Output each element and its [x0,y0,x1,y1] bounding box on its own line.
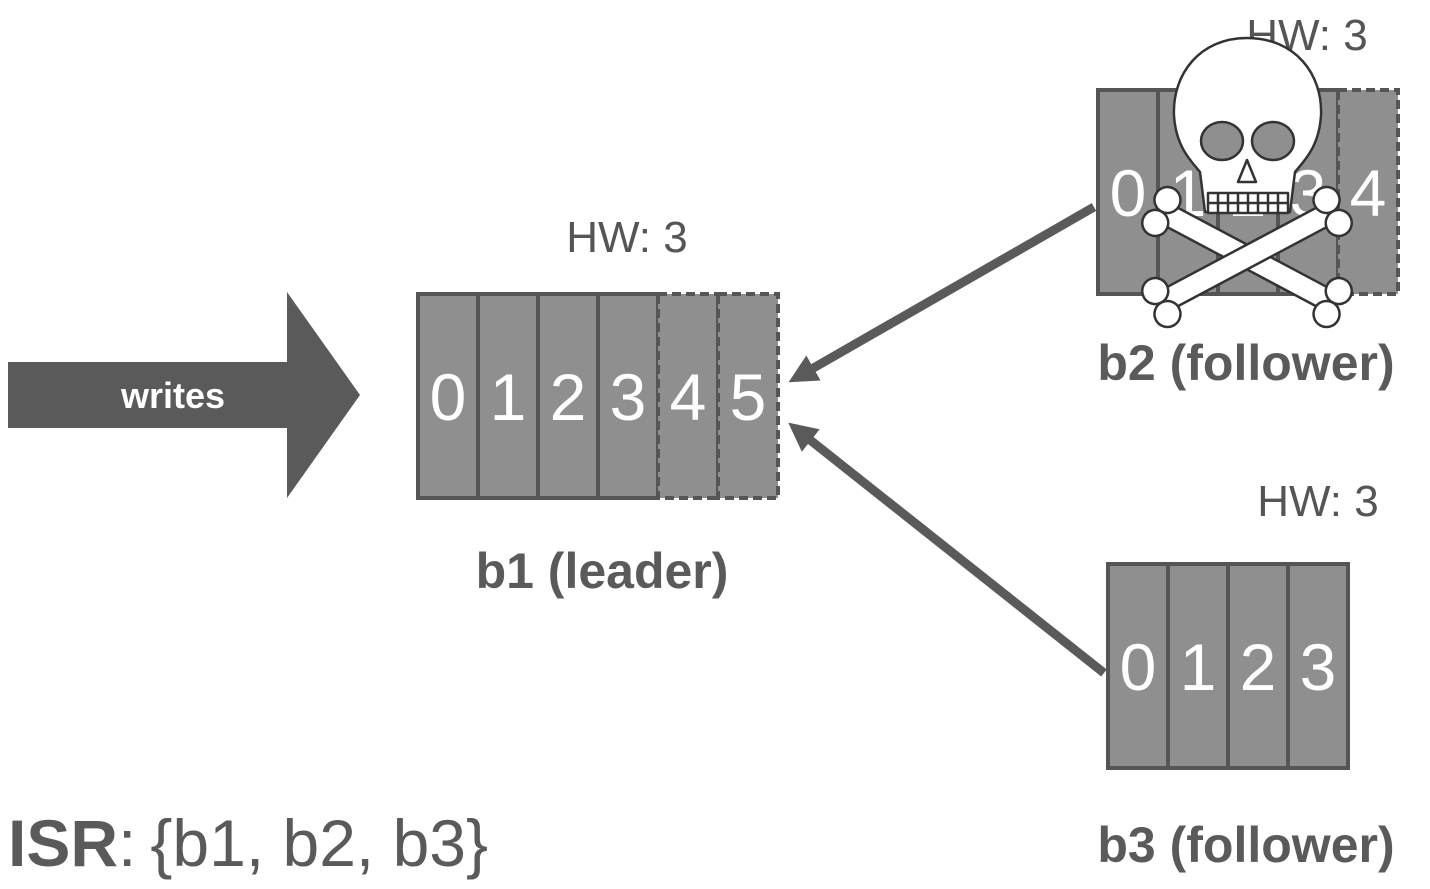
b3-high-watermark: HW: 3 [1257,477,1378,526]
b1-log-entry: 4 [656,292,720,500]
b3-log-cell [1166,562,1230,770]
b1-log-cell [716,292,780,500]
b3-log-entry: 3 [1286,562,1350,770]
b1-log-cell [596,292,660,500]
b1-log-entry: 5 [716,292,780,500]
b2-log-cell [1096,88,1160,296]
b1-log-cell [656,292,720,500]
isr-separator: : [118,806,136,880]
b2-log-entry: 0 [1096,88,1160,296]
b1-log-entry: 1 [476,292,540,500]
b3-log-cell [1106,562,1170,770]
b3-log-offset: 3 [1300,630,1337,704]
b3-log-offset: 0 [1120,630,1157,704]
writes-arrow-label: writes [120,375,225,416]
b3-log-cell [1286,562,1350,770]
b1-log-offset: 5 [730,360,767,434]
isr-line: ISR:{b1, b2, b3} [8,806,488,880]
b1-log-cell [416,292,480,500]
b2-log-offset: 4 [1350,156,1387,230]
b1-log-offset: 4 [670,360,707,434]
b3-label: b3 (follower) [1097,817,1394,873]
b3-log-entry: 1 [1166,562,1230,770]
b2-label: b2 (follower) [1097,335,1394,391]
b1-log-cell [476,292,540,500]
b3-log-offset: 2 [1240,630,1277,704]
b1-log-entry: 0 [416,292,480,500]
b1-high-watermark: HW: 3 [566,213,687,262]
b1-log-offset: 2 [550,360,587,434]
b1-log-entry: 2 [536,292,600,500]
b3-log-entry: 2 [1226,562,1290,770]
skull-and-crossbones-icon [1141,36,1353,329]
isr-label: ISR [8,806,118,880]
isr-members: {b1, b2, b3} [150,806,488,880]
b2-log-entry: 4 [1336,88,1400,296]
b1-log-offset: 3 [610,360,647,434]
b1-label: b1 (leader) [476,543,729,599]
writes-arrow-shape [8,292,360,498]
fetch-arrow-b2-to-b1 [788,203,1097,383]
b1-log-entry: 3 [596,292,660,500]
fetch-arrow-b3-to-b1 [788,422,1107,677]
b1-log-offset: 0 [430,360,467,434]
b3-log-entry: 0 [1106,562,1170,770]
writes-arrow: writes [8,292,360,498]
b1-log-offset: 1 [490,360,527,434]
b2-log-offset: 0 [1110,156,1147,230]
b3-log-offset: 1 [1180,630,1217,704]
